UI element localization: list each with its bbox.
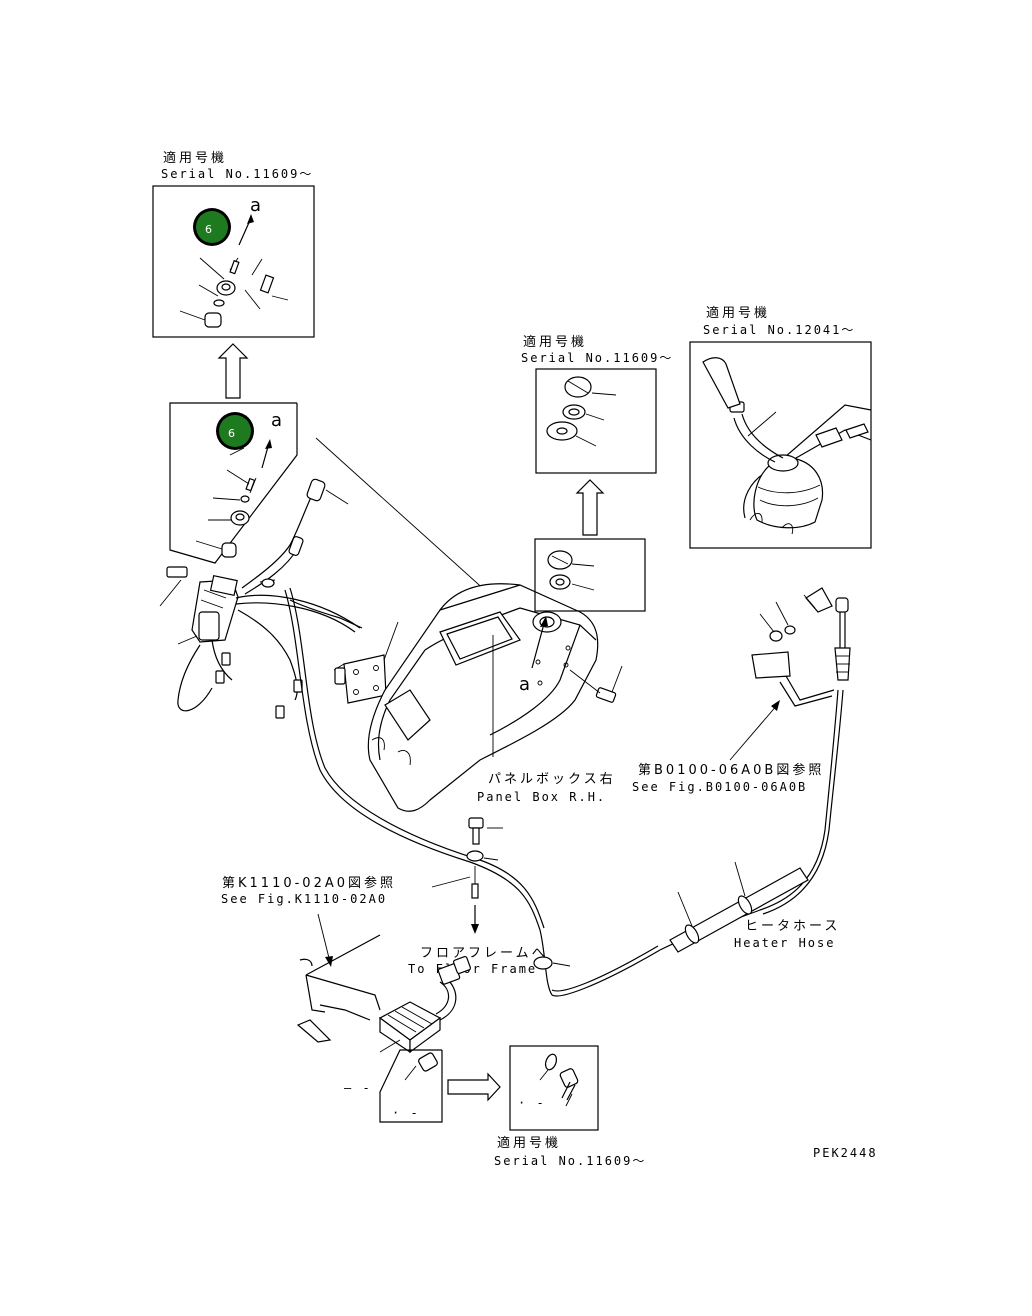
panel-box: a (367, 583, 623, 812)
panel-box-en: Panel Box R.H. (477, 790, 606, 804)
ref-k1110-jp: 第K1110-02A0図参照 (222, 875, 396, 891)
bottom-controller-assembly: — - · - (296, 913, 472, 1123)
detail-box-top-left: 適用号機 Serial No.11609〜 6 a (152, 150, 315, 338)
arrow-right-bottom (447, 1072, 501, 1102)
applicable-label-mid: 適用号機 (523, 334, 587, 350)
floor-frame-en: To Floor Frame (408, 962, 537, 976)
floor-frame-jp: フロアフレームへ (420, 946, 548, 961)
badge-number: 6 (228, 427, 235, 440)
part-badge-6-second[interactable]: 6 (216, 412, 254, 450)
applicable-label-right: 適用号機 (706, 305, 770, 321)
detail-letter-a-panel: a (519, 674, 530, 695)
heater-hose-en: Heater Hose (734, 936, 835, 950)
tiny-mark: · - (392, 1106, 420, 1120)
ref-b0100-en: See Fig.B0100-06A0B (632, 780, 807, 794)
control-lever-assembly (159, 478, 661, 997)
detail-box-bottom: · - 適用号機 Serial No.11609〜 (494, 1045, 646, 1168)
heater-cable-assembly (659, 587, 851, 953)
detail-letter-a-second: a (271, 410, 282, 431)
tiny-mark: · - (518, 1096, 546, 1110)
tiny-mark: — - (344, 1081, 372, 1095)
detail-box-knob-old (534, 538, 646, 612)
drawing-code: PEK2448 (813, 1146, 878, 1160)
part-badge-6-top[interactable]: 6 (193, 208, 231, 246)
panel-box-jp: パネルボックス右 (488, 772, 616, 787)
badge-number: 6 (205, 223, 212, 236)
ref-b0100-jp: 第B0100-06A0B図参照 (638, 762, 824, 778)
arrow-up-mid (575, 479, 605, 536)
arrow-up-left (217, 343, 249, 399)
ref-k1110-en: See Fig.K1110-02A0 (221, 892, 387, 906)
applicable-label-top-left: 適用号機 (163, 150, 227, 166)
detail-box-second-left: 6 a (169, 402, 298, 564)
detail-box-knob-new: 適用号機 Serial No.11609〜 (521, 334, 673, 474)
floor-bolt-stack (431, 817, 503, 934)
serial-label-bottom: Serial No.11609〜 (494, 1154, 646, 1168)
detail-box-right: 適用号機 Serial No.12041〜 (689, 305, 872, 549)
serial-label-top-left: Serial No.11609〜 (161, 167, 313, 181)
detail-letter-a-top: a (250, 195, 261, 216)
heater-hose-jp: ヒータホース (745, 919, 840, 934)
applicable-label-bottom: 適用号機 (497, 1135, 561, 1151)
serial-label-mid: Serial No.11609〜 (521, 351, 673, 365)
serial-label-right: Serial No.12041〜 (703, 323, 855, 337)
